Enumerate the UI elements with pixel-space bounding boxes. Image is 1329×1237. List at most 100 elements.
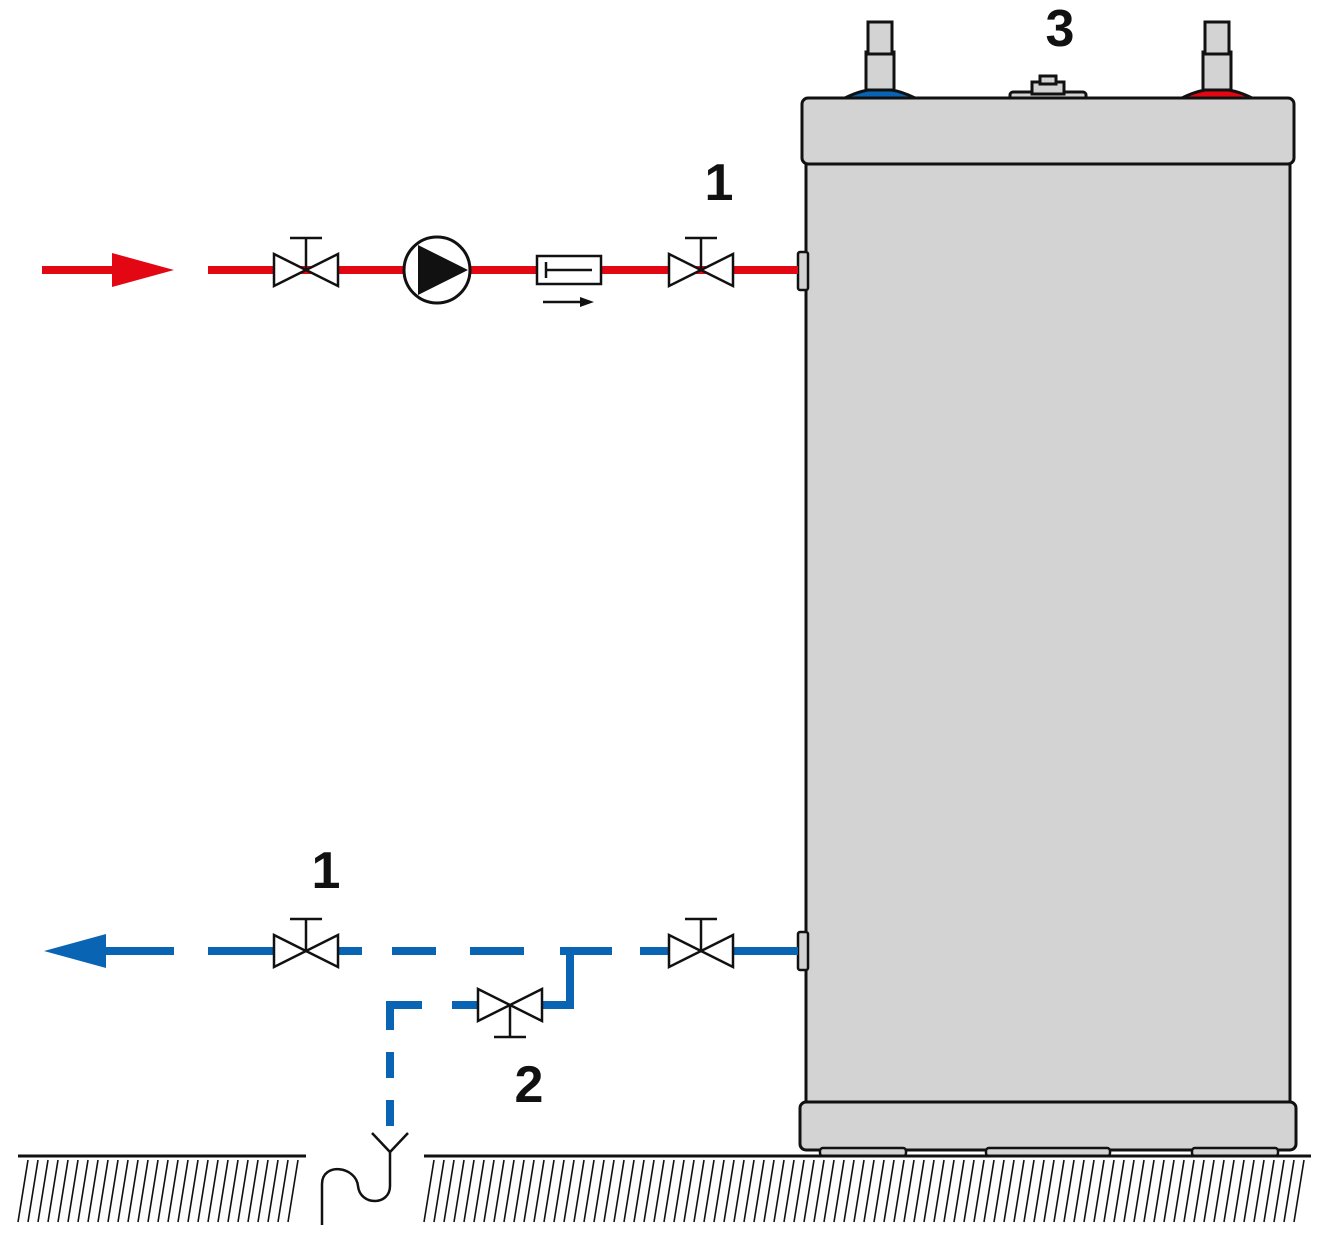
floor-hatch-line [147, 1159, 159, 1223]
floor-hatch-line [553, 1159, 565, 1223]
floor-hatch-line [743, 1159, 755, 1223]
floor-hatch-line [1233, 1159, 1245, 1223]
floor-hatch-line [127, 1159, 139, 1223]
floor-hatch-line [1223, 1159, 1235, 1223]
floor-hatch-line [1263, 1159, 1275, 1223]
floor-hatch-line [473, 1159, 485, 1223]
hot-inlet-port [796, 250, 810, 292]
floor-hatch-line [1243, 1159, 1255, 1223]
floor-hatch-line [1073, 1159, 1085, 1223]
floor-hatch-line [1133, 1159, 1145, 1223]
floor-hatch-line [923, 1159, 935, 1223]
floor-hatch-line [723, 1159, 735, 1223]
floor-hatch-line [963, 1159, 975, 1223]
floor-hatch-line [137, 1159, 149, 1223]
floor-hatch-line [17, 1159, 29, 1223]
floor-hatch-line [247, 1159, 259, 1223]
cold-outlet-port [796, 930, 810, 972]
floor-hatch-line [913, 1159, 925, 1223]
floor-hatch-line [543, 1159, 555, 1223]
floor-hatch-line [1043, 1159, 1055, 1223]
floor-hatch-line [763, 1159, 775, 1223]
floor-hatch-line [1283, 1159, 1295, 1223]
pump-icon [402, 235, 472, 305]
floor-hatch-line [187, 1159, 199, 1223]
valve-icon [272, 236, 340, 289]
floor-hatch-line [773, 1159, 785, 1223]
floor-hatch-line [237, 1159, 249, 1223]
floor-hatch-line [803, 1159, 815, 1223]
floor-hatch-line [227, 1159, 239, 1223]
floor-hatch-line [1093, 1159, 1105, 1223]
top-center-fitting [1008, 74, 1088, 102]
floor-hatch-line [563, 1159, 575, 1223]
floor-hatch-line [663, 1159, 675, 1223]
floor-hatch-line [57, 1159, 69, 1223]
floor-hatch-line [693, 1159, 705, 1223]
label-drain-valve: 2 [515, 1056, 544, 1114]
floor-hatch-line [783, 1159, 795, 1223]
floor-hatch-line [713, 1159, 725, 1223]
floor-hatch-line [843, 1159, 855, 1223]
valve-icon [272, 917, 340, 970]
floor-hatch-line [993, 1159, 1005, 1223]
floor-hatch-line [793, 1159, 805, 1223]
floor-hatch-line [653, 1159, 665, 1223]
floor-hatch-line [973, 1159, 985, 1223]
floor-hatch-line [37, 1159, 49, 1223]
floor-hatch-line [593, 1159, 605, 1223]
floor-hatch-line [1023, 1159, 1035, 1223]
floor-hatch-line [733, 1159, 745, 1223]
floor-hatch-line [673, 1159, 685, 1223]
floor-hatch-line [1183, 1159, 1195, 1223]
floor-hatch-line [533, 1159, 545, 1223]
drain-funnel-icon [320, 1132, 409, 1225]
floor-hatch-line [483, 1159, 495, 1223]
floor-hatch-line [1063, 1159, 1075, 1223]
floor-hatch-line [633, 1159, 645, 1223]
floor-hatch-line [513, 1159, 525, 1223]
floor-hatch-line [77, 1159, 89, 1223]
floor-hatch-line [623, 1159, 635, 1223]
hot-water-line [42, 235, 798, 307]
floor-hatch-line [1273, 1159, 1285, 1223]
floor-hatch-line [603, 1159, 615, 1223]
floor-hatch-line [117, 1159, 129, 1223]
floor-hatch-line [177, 1159, 189, 1223]
floor-hatch-line [197, 1159, 209, 1223]
floor-hatch-line [953, 1159, 965, 1223]
floor-hatch-line [833, 1159, 845, 1223]
floor-hatch-line [1293, 1159, 1305, 1223]
floor-hatch-line [863, 1159, 875, 1223]
floor-hatch-line [1113, 1159, 1125, 1223]
floor [17, 1154, 1311, 1223]
label-valve-top: 1 [705, 154, 734, 212]
floor-hatch-line [277, 1159, 289, 1223]
drain-valve-icon [476, 986, 544, 1039]
floor-hatch-line [27, 1159, 39, 1223]
floor-hatch-line [267, 1159, 279, 1223]
floor-hatch-line [167, 1159, 179, 1223]
floor-hatch-line [87, 1159, 99, 1223]
floor-hatch-line [983, 1159, 995, 1223]
floor-hatch-line [1203, 1159, 1215, 1223]
floor-hatch-line [257, 1159, 269, 1223]
floor-hatch-line [443, 1159, 455, 1223]
check-valve-icon [535, 254, 603, 307]
floor-hatch-line [583, 1159, 595, 1223]
floor-hatch-line [1253, 1159, 1265, 1223]
flow-direction-icon [580, 297, 594, 307]
floor-hatch-line [703, 1159, 715, 1223]
floor-hatch-line [423, 1159, 435, 1223]
floor-hatch-line [1003, 1159, 1015, 1223]
floor-hatch-line [97, 1159, 109, 1223]
floor-hatch-line [903, 1159, 915, 1223]
floor-hatch-line [1053, 1159, 1065, 1223]
floor-hatch-line [1193, 1159, 1205, 1223]
cold-outlet-fitting [844, 20, 916, 100]
flow-arrow-left-icon [44, 934, 106, 968]
tank-bottom-cap [798, 1100, 1298, 1152]
floor-hatch-line [47, 1159, 59, 1223]
floor-hatch-line [873, 1159, 885, 1223]
floor-hatch-line [1213, 1159, 1225, 1223]
